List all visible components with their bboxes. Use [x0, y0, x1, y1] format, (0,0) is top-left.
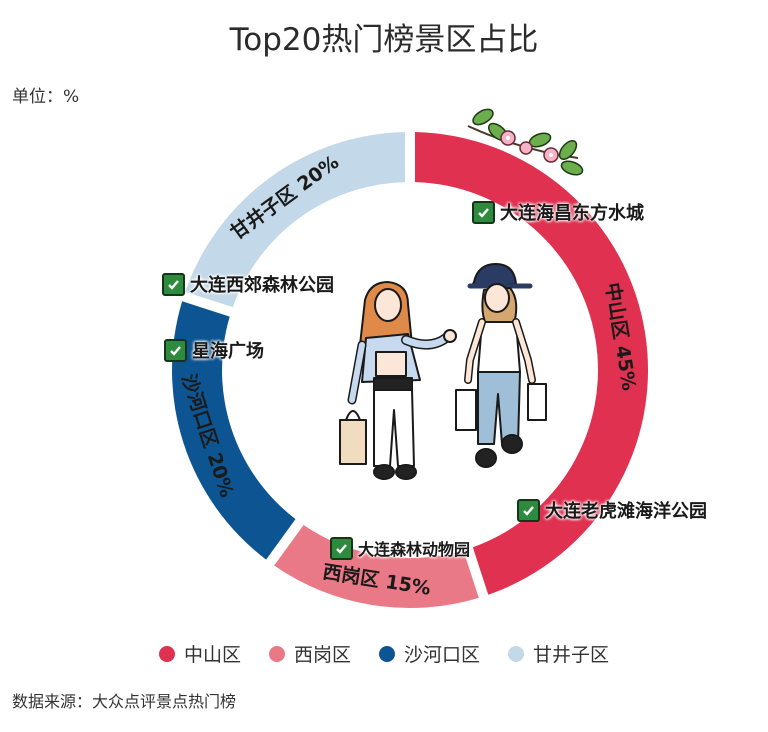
donut-slice-shahekou [172, 301, 296, 560]
unit-label: 单位：% [12, 87, 80, 107]
legend-item-shahekou: 沙河口区 [379, 640, 480, 667]
donut-slices [172, 132, 649, 609]
source-note: 数据来源：大众点评景点热门榜 [12, 692, 237, 711]
legend-label: 西岗区 [293, 644, 351, 666]
chart-legend: 中山区 西岗区 沙河口区 甘井子区 [0, 640, 768, 667]
donut-slice-zhongshan [414, 132, 649, 595]
legend-label: 中山区 [183, 644, 241, 666]
annotation-forest-zoo: 大连森林动物园 [330, 536, 470, 560]
check-icon [330, 536, 353, 560]
donut-slice-xigang [274, 524, 479, 609]
annotation-text: 大连老虎滩海洋公园 [545, 501, 707, 522]
check-icon [164, 338, 187, 362]
legend-item-xigang: 西岗区 [268, 640, 351, 667]
flower-branch-icon [467, 108, 584, 176]
legend-swatch [158, 645, 175, 662]
legend-swatch [508, 645, 525, 662]
legend-swatch [268, 645, 285, 662]
annotation-laohutan: 大连老虎滩海洋公园 [517, 497, 707, 523]
donut-slice-ganjingzi [185, 132, 406, 308]
annotation-xinghai: 星海广场 [164, 337, 264, 363]
annotation-text: 大连海昌东方水城 [500, 203, 644, 224]
legend-item-zhongshan: 中山区 [158, 640, 241, 667]
shopping-girls-illustration [339, 263, 547, 480]
check-icon [472, 200, 495, 224]
chart-title: Top20热门榜景区占比 [229, 22, 539, 58]
legend-label: 沙河口区 [404, 644, 481, 666]
annotation-text: 大连森林动物园 [358, 540, 471, 559]
annotation-xijiao: 大连西郊森林公园 [162, 271, 334, 297]
legend-label: 甘井子区 [533, 644, 610, 666]
check-icon [517, 498, 540, 522]
check-icon [162, 272, 185, 296]
annotation-dalian-haichang: 大连海昌东方水城 [472, 199, 644, 225]
legend-swatch [379, 645, 395, 662]
annotation-text: 星海广场 [192, 341, 264, 362]
legend-item-ganjingzi: 甘井子区 [508, 640, 609, 667]
annotation-text: 大连西郊森林公园 [190, 275, 334, 296]
